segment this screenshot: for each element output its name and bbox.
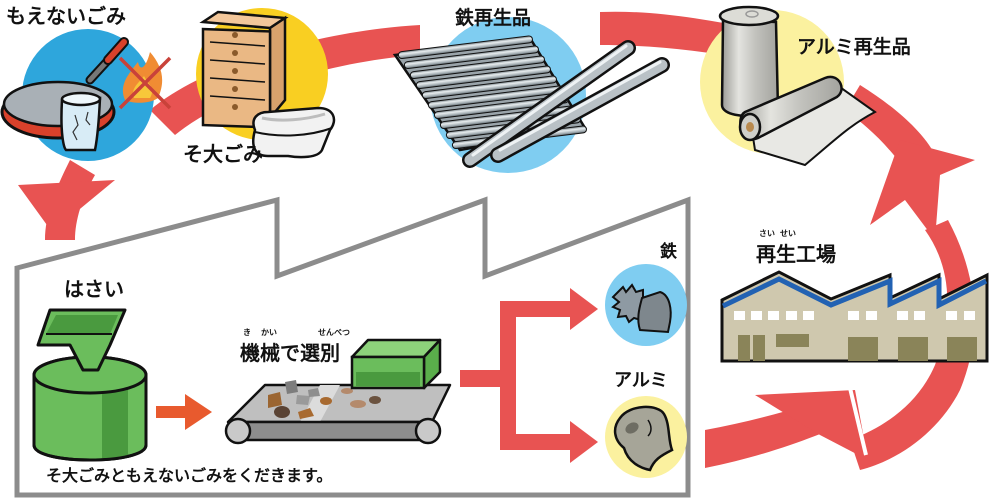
recycle-plant-label: 再生工場 (756, 242, 836, 266)
crushed-aluminum-can-icon (613, 405, 674, 472)
aluminum-scrap-group (605, 396, 687, 478)
arrow-gap (848, 387, 868, 456)
sorting-label: 機械で選別 (240, 341, 340, 365)
recycled-aluminum-group (700, 5, 877, 167)
conveyor-belt-icon (224, 338, 452, 445)
magnetic-separator-icon (350, 338, 442, 390)
iron-label: 鉄 (660, 242, 677, 262)
aluminum-foil-roll-icon (738, 75, 877, 167)
cycle-arrow-bottom-head (755, 390, 868, 460)
plant-ruby-1: さい (759, 229, 775, 238)
aluminum-can-icon (718, 5, 780, 117)
sorting-facility-outline (14, 196, 691, 498)
scrap-iron-icon (611, 283, 672, 334)
recycle-plant-label-group: さい せい 再生工場 (756, 228, 856, 266)
mixed-debris-icon (268, 380, 381, 419)
no-burning-icon (118, 52, 172, 110)
recycled-aluminum-label: アルミ再生品 (797, 36, 911, 58)
aluminum-label: アルミ (614, 370, 668, 391)
folded-futon-icon (251, 106, 336, 159)
broken-glass-icon (60, 91, 102, 152)
process-arrow (156, 394, 212, 430)
chest-of-drawers-icon (199, 10, 289, 129)
sorting-label-group: き かい せんべつ 機械で選別 (240, 327, 370, 365)
oversized-group (196, 8, 336, 159)
sorting-ruby-1: き (243, 328, 251, 337)
split-arrow (460, 288, 598, 463)
iron-scrap-group (605, 264, 687, 346)
process-caption: そ大ごみともえないごみをくだきます。 (46, 466, 333, 485)
recycle-plant-icon (720, 270, 989, 363)
cycle-arrow-right-head (870, 140, 975, 240)
oversized-label: そ大ごみ (183, 142, 263, 166)
cycle-arrow-left-head (18, 180, 115, 232)
plant-ruby-2: せい (780, 229, 796, 238)
steel-rods-icon (462, 40, 670, 168)
non-burnable-group (0, 29, 172, 161)
sorting-ruby-3: せんべつ (318, 328, 350, 337)
crusher-icon (32, 308, 148, 462)
factory-doors (738, 334, 977, 361)
non-burnable-label: もえないごみ (6, 4, 126, 28)
recycled-iron-label: 鉄再生品 (455, 7, 532, 29)
recycled-iron-group (392, 17, 670, 173)
cycle-arrow-right (850, 220, 975, 470)
factory-windows (734, 311, 975, 320)
crushing-label: はさい (64, 277, 124, 301)
sorting-ruby-2: かい (261, 328, 277, 337)
